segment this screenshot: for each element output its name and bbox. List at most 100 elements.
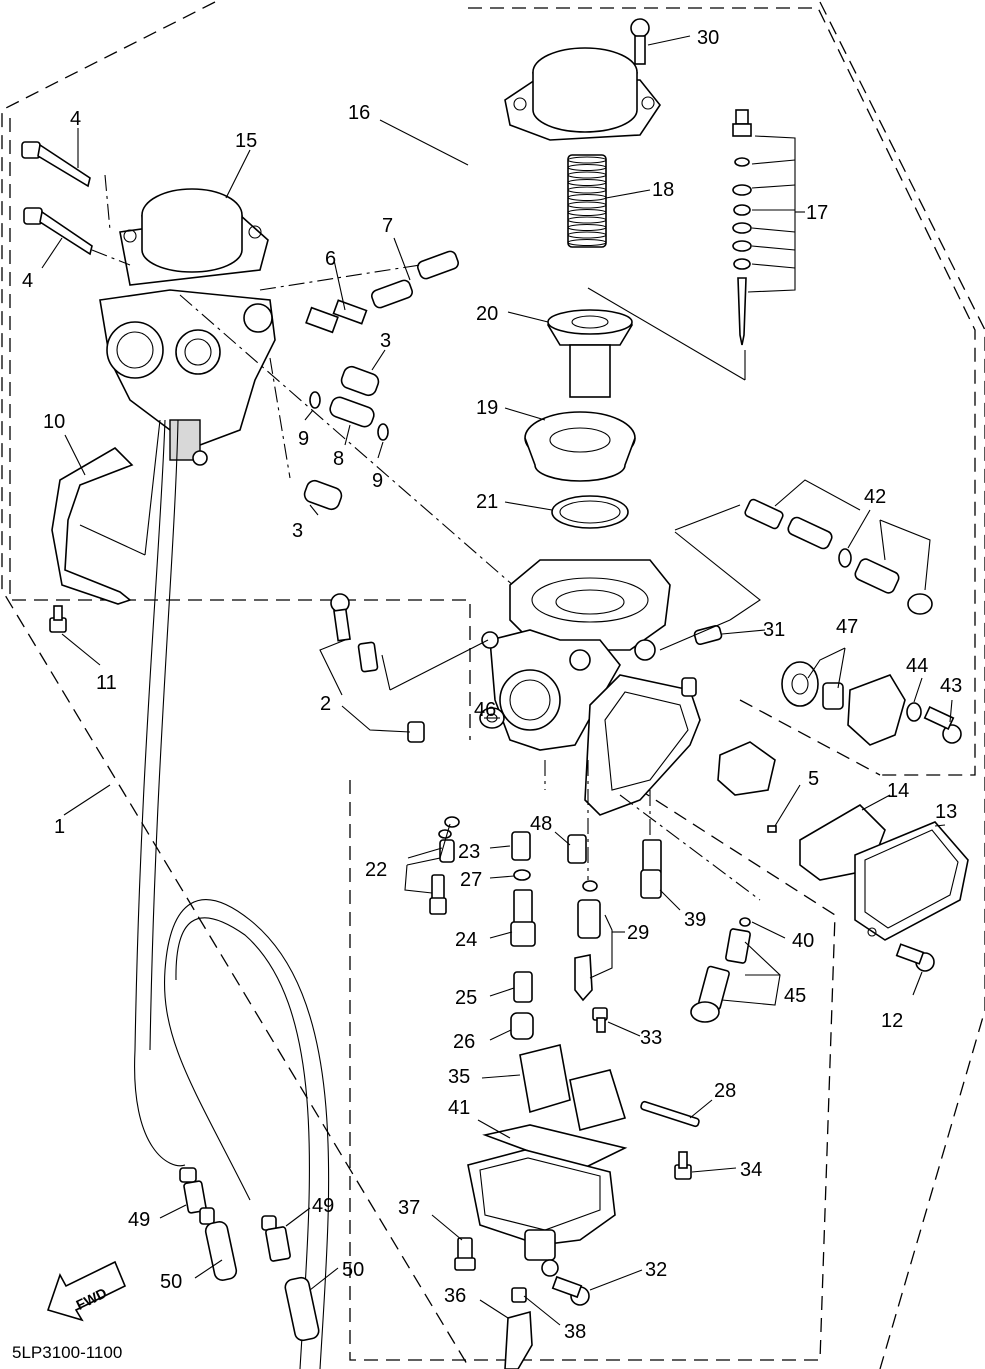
needle-set-17 (732, 109, 752, 346)
label-10: 10 (43, 411, 65, 433)
label-7: 7 (382, 215, 393, 237)
top-cover (504, 47, 661, 141)
cable-end-49-b (261, 1215, 291, 1262)
label-21: 21 (476, 491, 498, 513)
label-38: 38 (564, 1321, 586, 1343)
label-18: 18 (652, 179, 674, 201)
spring-coil (567, 171, 607, 179)
fwd-arrow-icon: FWD (46, 1260, 127, 1322)
label-41: 41 (448, 1097, 470, 1119)
label-1: 1 (54, 816, 65, 838)
label-3-upper: 3 (380, 330, 391, 352)
collar-3-upper (340, 365, 380, 397)
pilot-screw-2 (330, 593, 425, 743)
spring-coil (567, 201, 607, 209)
label-24: 24 (455, 929, 477, 951)
label-16: 16 (348, 102, 370, 124)
screw-11 (49, 605, 67, 633)
label-6: 6 (325, 248, 336, 270)
spring-coil (567, 186, 607, 194)
fitting-31 (681, 624, 723, 697)
label-9-a: 9 (298, 428, 309, 450)
label-40: 40 (792, 930, 814, 952)
label-19: 19 (476, 397, 498, 419)
spring-coil (567, 163, 607, 172)
jet-24 (510, 889, 536, 947)
spring-coil (567, 156, 607, 164)
bracket-lever (717, 741, 777, 833)
label-5: 5 (808, 768, 819, 790)
label-33: 33 (640, 1027, 662, 1049)
label-28: 28 (714, 1080, 736, 1102)
label-22: 22 (365, 859, 387, 881)
clip-38 (511, 1287, 527, 1303)
label-26: 26 (453, 1031, 475, 1053)
cover-50-a (204, 1221, 238, 1281)
jet-holder-26 (510, 1012, 534, 1040)
collar-3-lower (303, 479, 343, 511)
label-37: 37 (398, 1197, 420, 1219)
label-27: 27 (460, 869, 482, 891)
label-35: 35 (448, 1066, 470, 1088)
piston-20 (547, 309, 633, 398)
spring-coil (567, 231, 607, 239)
screw-33 (592, 1007, 608, 1033)
pipe-8 (329, 396, 375, 428)
part-labels: 1 2 3 3 4 4 5 6 7 8 9 9 10 11 12 13 14 1… (22, 27, 962, 1343)
ring-21 (551, 495, 629, 529)
leader-lines (41, 35, 953, 1326)
jet-22 (429, 816, 460, 915)
screw-32 (551, 1275, 590, 1306)
label-50-a: 50 (160, 1271, 182, 1293)
label-29: 29 (627, 922, 649, 944)
spring-coil (567, 216, 607, 224)
screw-12 (895, 943, 935, 972)
label-11: 11 (96, 672, 117, 694)
label-49-b: 49 (312, 1195, 334, 1217)
o-ring-27 (513, 869, 531, 881)
o-ring-9-a (309, 391, 321, 409)
label-14: 14 (887, 780, 909, 802)
throttle-cable-1 (134, 419, 330, 1369)
diaphragm-47 (781, 661, 844, 710)
fitting-6 (305, 299, 368, 334)
label-46: 46 (474, 699, 496, 721)
label-45: 45 (784, 985, 806, 1007)
spring-coil (567, 238, 607, 247)
spring-coil (567, 208, 607, 217)
diaphragm-19 (524, 411, 636, 482)
screw-45 (690, 917, 751, 1023)
label-30: 30 (697, 27, 719, 49)
jet-48 (567, 834, 587, 864)
label-3-lower: 3 (292, 520, 303, 542)
needle-valve-29 (574, 880, 601, 1002)
cover-50-b (284, 1276, 320, 1342)
label-4-lower: 4 (22, 270, 33, 292)
label-2: 2 (320, 693, 331, 715)
label-36: 36 (444, 1285, 466, 1307)
spring-coil (567, 223, 607, 232)
screw-34 (674, 1151, 692, 1180)
screw-43 (923, 706, 962, 744)
label-17: 17 (806, 202, 828, 224)
label-23: 23 (458, 841, 480, 863)
label-47: 47 (836, 616, 858, 638)
label-39: 39 (684, 909, 706, 931)
float-bowl (467, 1149, 616, 1277)
label-12: 12 (881, 1010, 903, 1032)
carburetor-assembly-left (99, 188, 276, 466)
label-25: 25 (455, 987, 477, 1009)
label-9-b: 9 (372, 470, 383, 492)
label-13: 13 (935, 801, 957, 823)
jet-25 (513, 971, 533, 1003)
jet-23 (511, 831, 531, 861)
label-43: 43 (940, 675, 962, 697)
label-8: 8 (333, 448, 344, 470)
label-42: 42 (864, 486, 886, 508)
cover-44 (847, 674, 922, 746)
drain-hose-36 (504, 1310, 533, 1369)
label-15: 15 (235, 130, 257, 152)
o-ring-9-b (377, 423, 389, 441)
